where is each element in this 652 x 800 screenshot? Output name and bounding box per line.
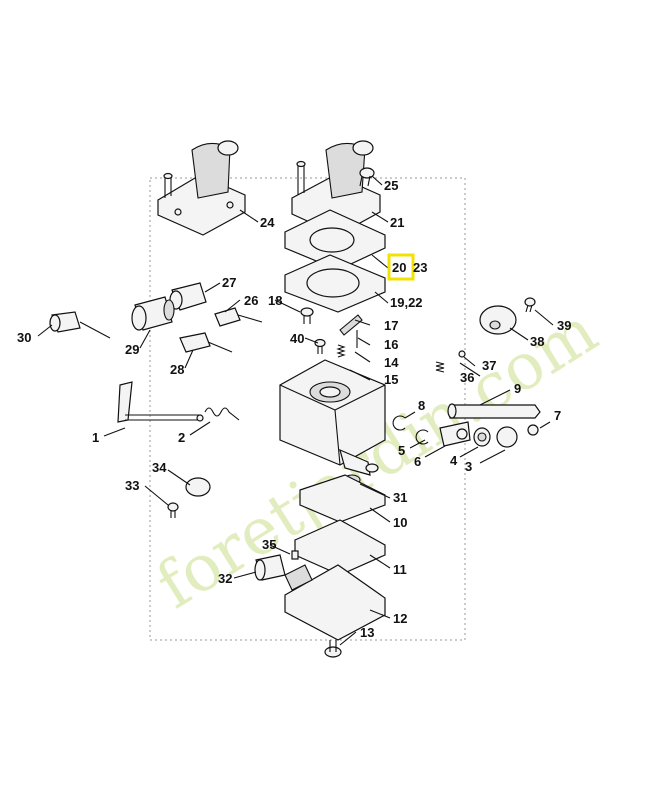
leader-lines: [37, 175, 554, 646]
part-38-plate: [479, 305, 517, 335]
callout-26: 26: [244, 293, 258, 308]
callout-9: 9: [514, 381, 521, 396]
callout-23: 23: [413, 260, 427, 275]
part-7-screw: [527, 424, 539, 436]
callout-8: 8: [418, 398, 425, 413]
callout-33: 33: [125, 478, 139, 493]
part-3-cap: [496, 426, 518, 448]
part-34-plate: [185, 477, 211, 497]
callout-5: 5: [398, 443, 405, 458]
callout-27: 27: [222, 275, 236, 290]
part-4-washer: [473, 427, 491, 447]
callout-34: 34: [152, 460, 167, 475]
callout-36: 36: [460, 370, 474, 385]
callout-labels: 24 25 21 20 23 19,22 18 17 40 16 14 15 2…: [17, 178, 571, 640]
carburetor-body: [279, 359, 386, 476]
callout-7: 7: [554, 408, 561, 423]
callout-6: 6: [414, 454, 421, 469]
callout-12: 12: [393, 611, 407, 626]
part-35-nut: [291, 550, 299, 560]
part-39-screw: [524, 297, 536, 313]
part-37-ball: [458, 350, 466, 358]
part-29-sleeve: [131, 296, 175, 331]
callout-13: 13: [360, 625, 374, 640]
callout-35: 35: [262, 537, 276, 552]
callout-2: 2: [178, 430, 185, 445]
callout-31: 31: [393, 490, 407, 505]
callout-15: 15: [384, 372, 398, 387]
callout-39: 39: [557, 318, 571, 333]
part-12-cover: [284, 564, 386, 641]
callout-10: 10: [393, 515, 407, 530]
part-14-spring: [336, 344, 346, 358]
part-17-lever: [339, 314, 363, 336]
callout-30: 30: [17, 330, 31, 345]
callout-17: 17: [384, 318, 398, 333]
callout-18: 18: [268, 293, 282, 308]
part-20-gasket: [284, 209, 386, 271]
callout-28: 28: [170, 362, 184, 377]
callout-20: 20: [392, 260, 406, 275]
callout-4: 4: [450, 453, 458, 468]
part-32-fitting: [254, 554, 286, 581]
callout-38: 38: [530, 334, 544, 349]
part-6-lever: [439, 421, 471, 447]
callout-11: 11: [393, 562, 407, 577]
part-8-clip: [392, 415, 406, 431]
callout-29: 29: [125, 342, 139, 357]
part-13-screw: [324, 640, 342, 658]
part-5-clip: [415, 429, 429, 445]
callout-25: 25: [384, 178, 398, 193]
callout-1: 1: [92, 430, 99, 445]
part-33-screw: [167, 502, 179, 518]
callout-40: 40: [290, 331, 304, 346]
highlight-box: [387, 253, 415, 281]
part-1-shaft: [117, 381, 204, 423]
part-36-spring: [435, 361, 445, 373]
callout-32: 32: [218, 571, 232, 586]
part-30-screw: [49, 311, 111, 339]
part-18-screw: [300, 307, 314, 324]
part-24-manifold: [157, 140, 246, 236]
callout-21: 21: [390, 215, 404, 230]
callout-37: 37: [482, 358, 496, 373]
callout-14: 14: [384, 355, 399, 370]
part-19-22-gasket: [284, 254, 386, 313]
part-40-screw: [314, 338, 326, 354]
part-28-needle: [179, 332, 233, 353]
part-27-fitting: [169, 282, 207, 311]
part-25-screw: [359, 167, 375, 187]
callout-24: 24: [260, 215, 275, 230]
part-26-needle: [214, 307, 263, 327]
callout-19-22: 19,22: [390, 295, 423, 310]
callout-3: 3: [465, 459, 472, 474]
part-9-shaft: [447, 403, 541, 419]
part-2-spring: [204, 407, 240, 421]
part-10-diaphragm: [299, 474, 386, 523]
callout-16: 16: [384, 337, 398, 352]
